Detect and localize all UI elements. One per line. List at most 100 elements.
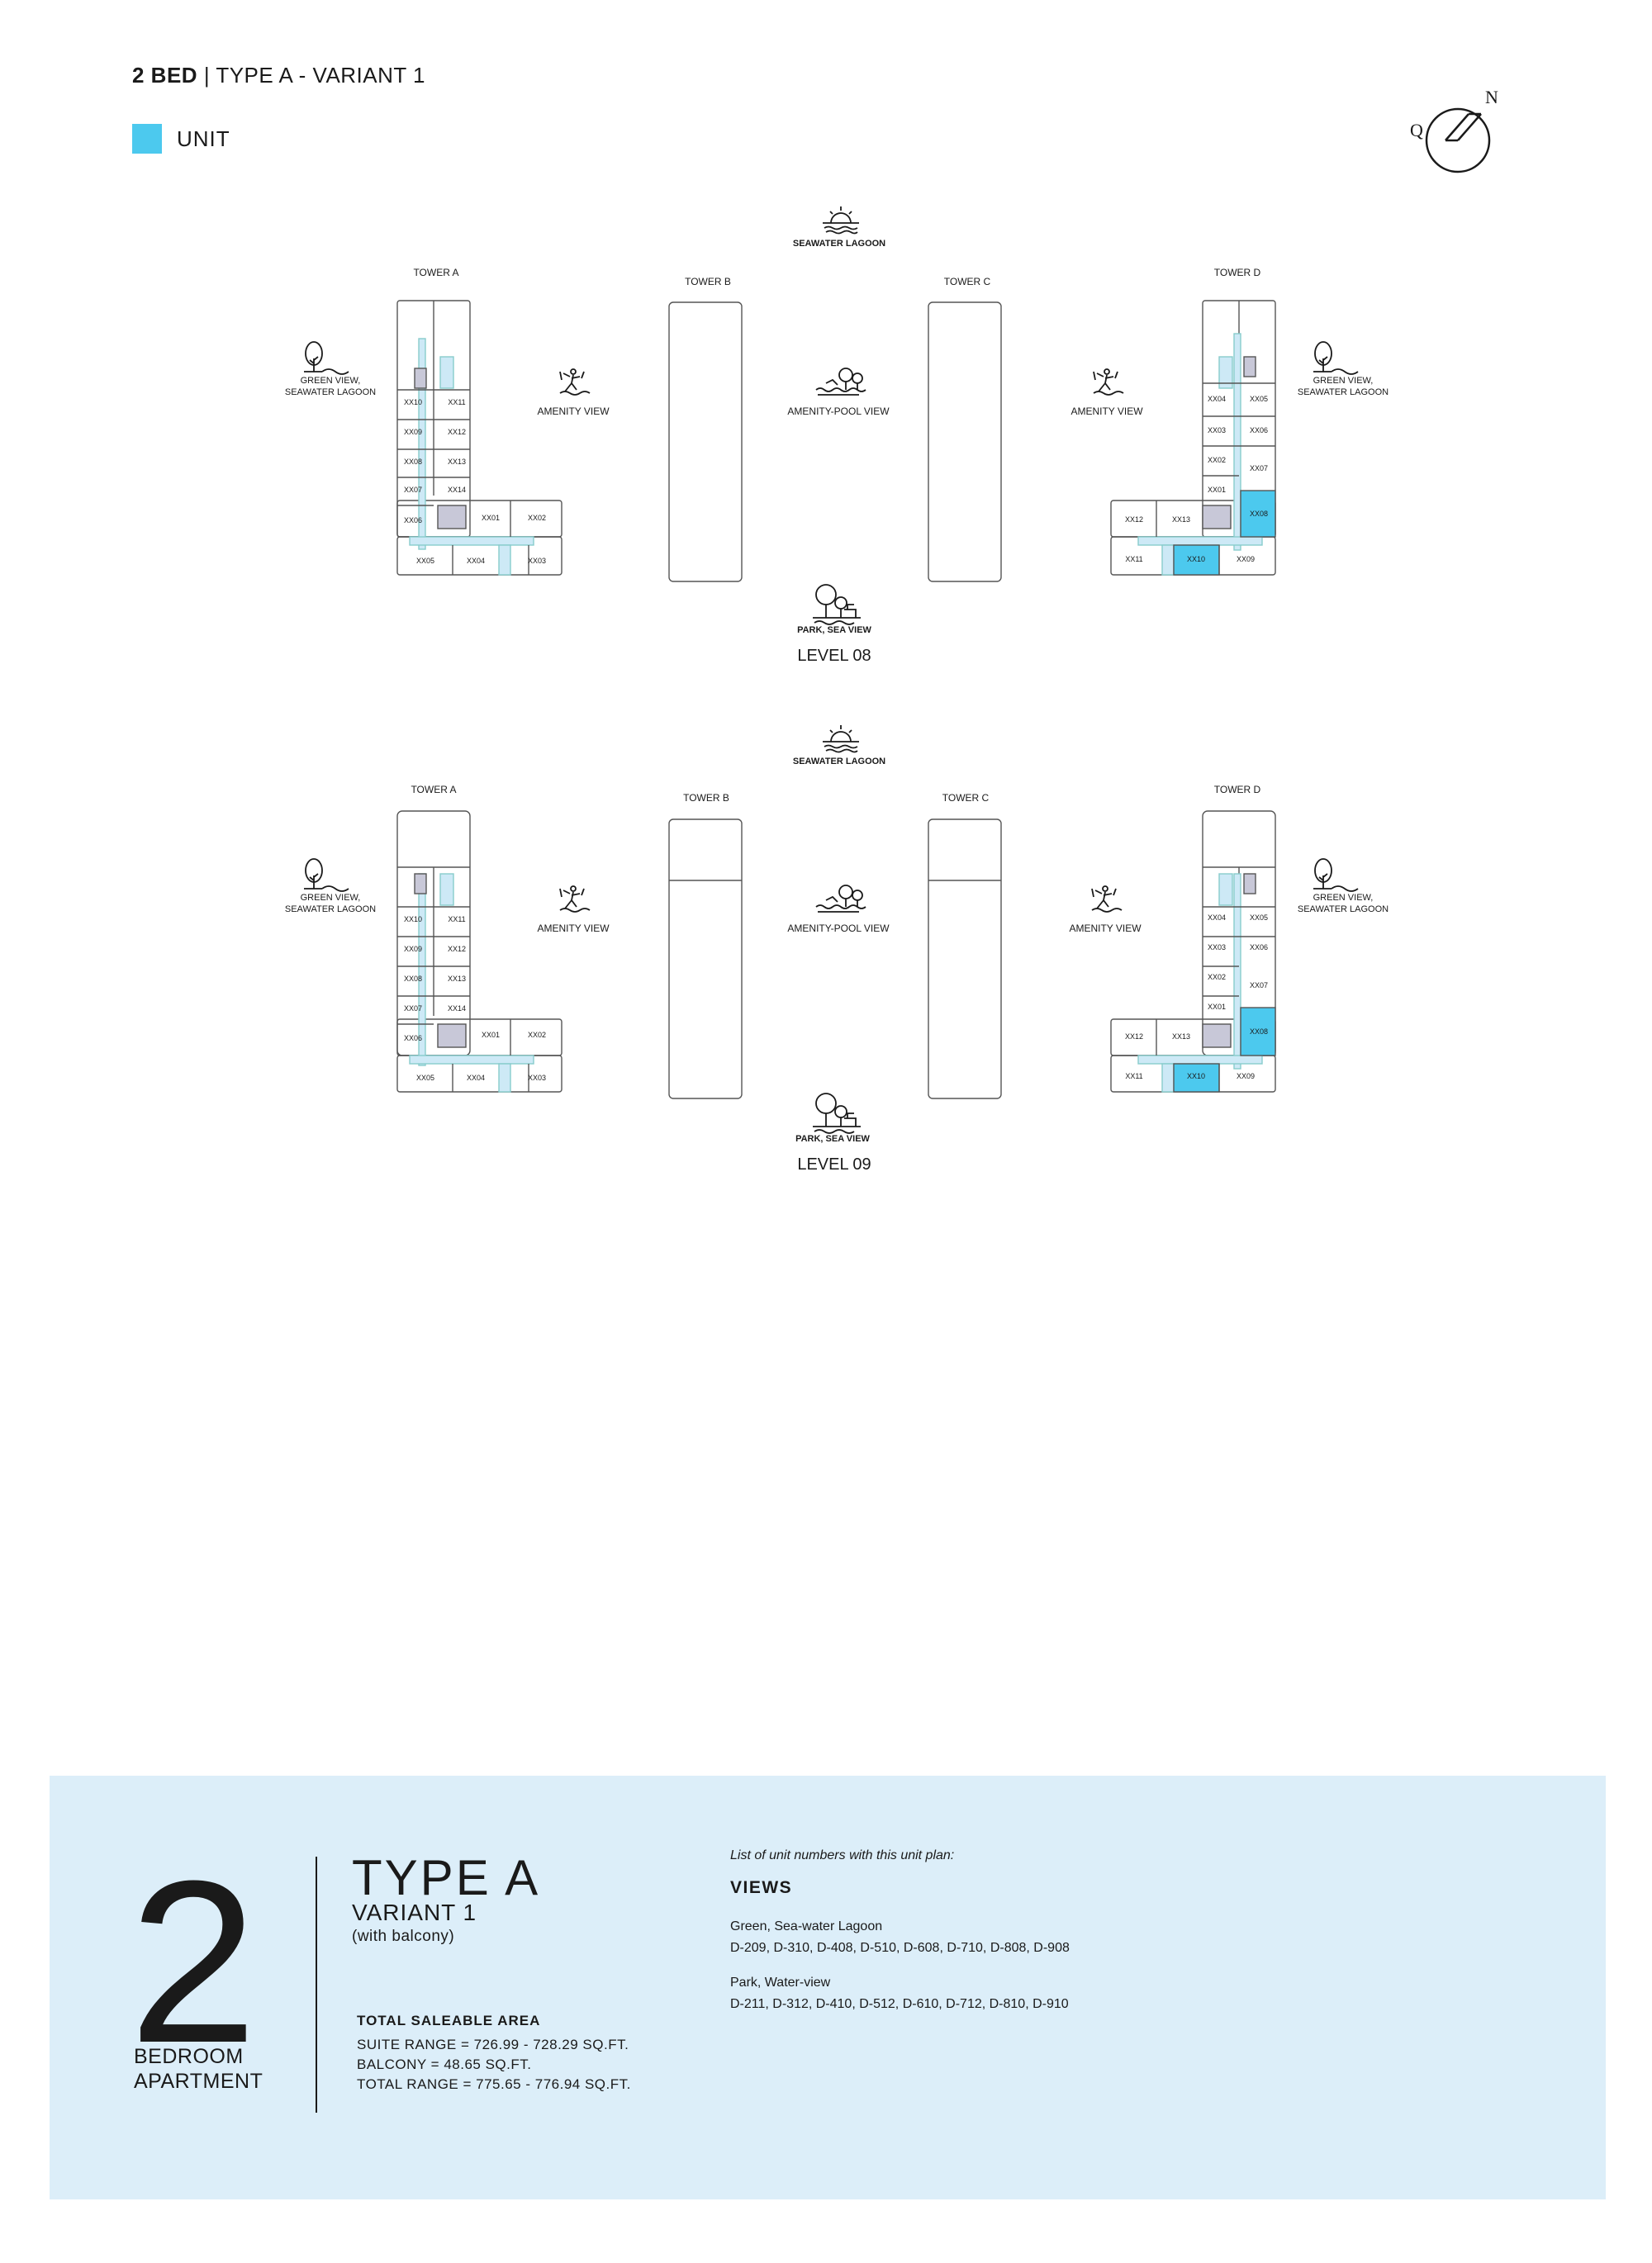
tower-d-label: TOWER D — [1214, 267, 1261, 278]
apartment-type-label: BEDROOM APARTMENT — [134, 2044, 263, 2094]
unit-label: XX10 — [1187, 1072, 1205, 1080]
unit-label: XX05 — [416, 557, 434, 565]
unit-type: TYPE A — [352, 1850, 541, 1905]
park-view-label: PARK, SEA VIEW — [795, 1134, 870, 1144]
unit-label: XX08 — [1250, 510, 1268, 518]
unit-label: XX08 — [404, 975, 422, 983]
unit-label: XX13 — [1172, 515, 1190, 524]
unit-label: XX13 — [448, 458, 466, 466]
title-bed-count: 2 BED — [132, 63, 198, 88]
unit-label: XX07 — [404, 1004, 422, 1013]
pool-icon — [815, 885, 866, 913]
balcony-area: BALCONY = 48.65 SQ.FT. — [357, 2057, 532, 2072]
unit-label: XX06 — [1250, 426, 1268, 434]
unit-label: XX03 — [1208, 943, 1226, 951]
green-view-icon — [303, 341, 349, 375]
center-view-label: AMENITY-POOL VIEW — [787, 923, 890, 934]
tower-a-unit-labels: XX10 XX09 XX08 XX07 XX06 XX11 XX12 XX13 … — [404, 398, 546, 565]
unit-label: XX02 — [528, 514, 546, 522]
east-view-label-1: GREEN VIEW, — [1313, 376, 1374, 386]
tower-d-label: TOWER D — [1214, 784, 1261, 795]
tower-a-floorplate — [396, 810, 563, 1093]
highlighted-unit-xx10 — [1173, 544, 1220, 576]
tower-d-unit-labels: XX04 XX03 XX02 XX01 XX05 XX06 XX07 XX08 … — [1125, 913, 1268, 1080]
tower-c-floorplate — [928, 818, 1002, 1099]
unit-label: XX08 — [404, 458, 422, 466]
unit-label: XX04 — [467, 557, 485, 565]
tower-d-floorplate — [1110, 810, 1276, 1093]
unit-label: XX12 — [448, 428, 466, 436]
unit-label: XX12 — [1125, 515, 1143, 524]
tower-a-unit-labels: XX10 XX09 XX08 XX07 XX06 XX11 XX12 XX13 … — [404, 915, 546, 1082]
area-details: SUITE RANGE = 726.99 - 728.29 SQ.FT. BAL… — [357, 2035, 631, 2095]
west-view-label-2: SEAWATER LAGOON — [285, 904, 376, 914]
tower-d-floorplate — [1110, 300, 1276, 576]
page-title: 2 BED | TYPE A - VARIANT 1 — [132, 63, 425, 88]
unit-info-panel: 2 BEDROOM APARTMENT TYPE A VARIANT 1 (wi… — [50, 1776, 1606, 2199]
total-range: TOTAL RANGE = 775.65 - 776.94 SQ.FT. — [357, 2076, 631, 2092]
tower-c-label: TOWER C — [942, 792, 990, 804]
amenity-icon — [1091, 885, 1123, 913]
legend-unit-label: UNIT — [177, 126, 230, 151]
green-view-icon — [303, 858, 349, 892]
unit-label: XX10 — [404, 915, 422, 923]
unit-list-intro: List of unit numbers with this unit plan… — [730, 1848, 955, 1862]
park-icon — [812, 584, 862, 625]
tower-d-unit-labels: XX04 XX03 XX02 XX01 XX05 XX06 XX07 XX08 … — [1125, 395, 1268, 563]
unit-label: XX03 — [1208, 426, 1226, 434]
tower-b-label: TOWER B — [683, 792, 729, 804]
unit-label: XX12 — [448, 945, 466, 953]
level-09-plan: SEAWATER LAGOON TOWER A TOWER B TOWER C … — [285, 724, 1389, 1174]
panel-divider — [316, 1857, 317, 2113]
tower-a-label: TOWER A — [411, 784, 456, 795]
unit-variant: VARIANT 1 — [352, 1900, 477, 1925]
unit-label: XX03 — [528, 557, 546, 565]
views-title: VIEWS — [730, 1878, 793, 1897]
unit-label: XX13 — [448, 975, 466, 983]
unit-label: XX06 — [1250, 943, 1268, 951]
tower-c-floorplate — [928, 301, 1002, 582]
unit-label: XX07 — [1250, 981, 1268, 989]
unit-label: XX05 — [1250, 395, 1268, 403]
pool-icon — [815, 368, 866, 396]
park-view-label: PARK, SEA VIEW — [797, 625, 871, 635]
unit-label: XX04 — [1208, 913, 1226, 922]
legend: UNIT — [132, 124, 230, 154]
unit-label: XX02 — [528, 1031, 546, 1039]
unit-label: XX09 — [404, 428, 422, 436]
unit-label: XX06 — [404, 1034, 422, 1042]
bedroom-label: BEDROOM — [134, 2045, 244, 2068]
suite-range: SUITE RANGE = 726.99 - 728.29 SQ.FT. — [357, 2037, 629, 2052]
park-icon — [812, 1093, 862, 1134]
unit-label: XX04 — [467, 1074, 485, 1082]
unit-label: XX03 — [528, 1074, 546, 1082]
bedroom-count: 2 — [129, 1834, 258, 2091]
view-group: Green, Sea-water Lagoon D-209, D-310, D-… — [730, 1916, 1070, 1959]
site-plans: SEAWATER LAGOON TOWER A TOWER B TOWER C … — [285, 206, 1389, 1174]
compass-north-label: N — [1485, 87, 1498, 107]
unit-label: XX09 — [404, 945, 422, 953]
amenity-icon — [1093, 368, 1124, 396]
amenity-icon — [559, 885, 591, 913]
unit-label: XX06 — [404, 516, 422, 524]
east-view-label-2: SEAWATER LAGOON — [1298, 904, 1389, 914]
unit-label: XX11 — [448, 915, 465, 923]
unit-label: XX14 — [448, 486, 466, 494]
tower-c-label: TOWER C — [944, 276, 991, 287]
green-view-icon — [1313, 341, 1359, 375]
tower-a-east-view-label: AMENITY VIEW — [537, 923, 610, 934]
apartment-label: APARTMENT — [134, 2070, 263, 2093]
tower-b-label: TOWER B — [685, 276, 731, 287]
level-label: LEVEL 09 — [797, 1155, 871, 1174]
unit-label: XX07 — [404, 486, 422, 494]
west-view-label-1: GREEN VIEW, — [301, 893, 361, 903]
legend-unit-swatch — [132, 124, 162, 154]
unit-label: XX08 — [1250, 1027, 1268, 1036]
unit-label: XX01 — [482, 1031, 500, 1039]
title-type: | TYPE A - VARIANT 1 — [203, 63, 425, 88]
highlighted-unit-xx08 — [1240, 1007, 1276, 1056]
tower-d-west-view-label: AMENITY VIEW — [1070, 406, 1143, 417]
center-view-label: AMENITY-POOL VIEW — [787, 406, 890, 417]
lagoon-icon — [822, 724, 860, 753]
unit-label: XX11 — [1125, 555, 1142, 563]
